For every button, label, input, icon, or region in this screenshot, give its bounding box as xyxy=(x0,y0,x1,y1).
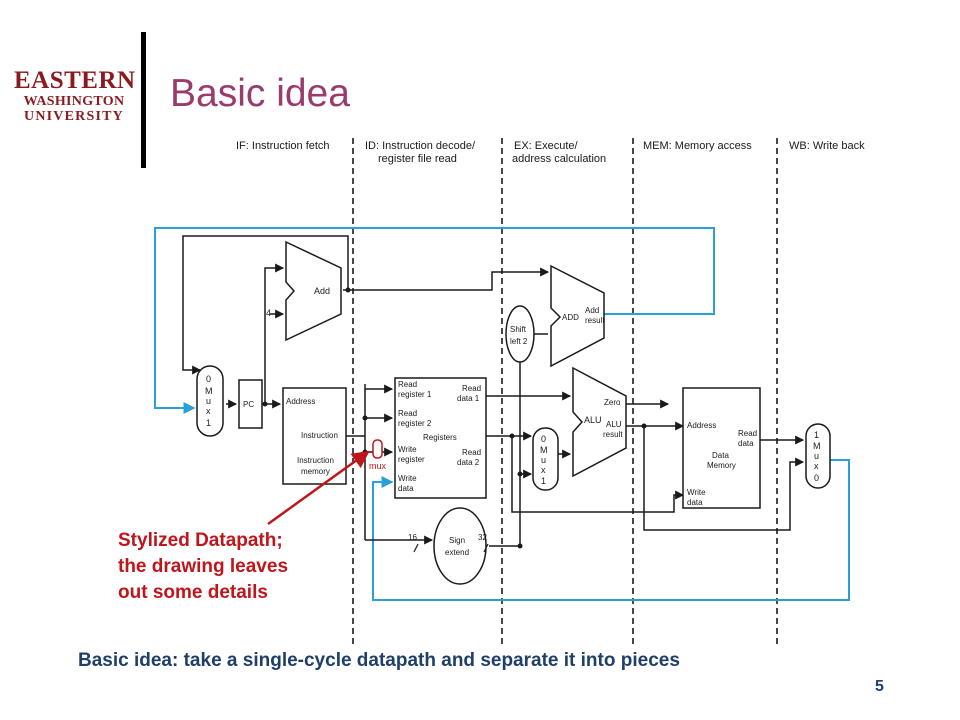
imem-name-2: memory xyxy=(301,467,330,476)
reg-read1-a: Read xyxy=(398,380,417,389)
read-data2-to-dmem-wire xyxy=(511,436,685,513)
reg-name: Registers xyxy=(423,433,457,442)
logo-line-3: UNIVERSITY xyxy=(24,109,124,124)
writeback-mux: 1 M u x 0 xyxy=(805,423,831,489)
reg-rdata2-b: data 2 xyxy=(457,458,480,467)
reg-write-a: Write xyxy=(398,445,417,454)
datapath-wires xyxy=(182,235,805,547)
sign-extend-label-1: Sign xyxy=(449,536,465,545)
const-4-label: 4 xyxy=(266,308,271,318)
annotation-line-2: the drawing leaves xyxy=(118,556,289,577)
logo-line-1: EASTERN xyxy=(14,67,136,94)
page-number: 5 xyxy=(875,678,884,695)
branch-add-result-1: Add xyxy=(585,306,599,315)
pc-mux: 0 M u x 1 xyxy=(196,365,224,437)
dmem-name-1: Data xyxy=(712,451,729,460)
pc-mux-letter-x: x xyxy=(206,406,211,416)
sign-extend-label-2: extend xyxy=(445,548,469,557)
pc-label: PC xyxy=(243,400,254,409)
stage-label-if: IF: Instruction fetch xyxy=(236,140,330,152)
reg-rdata1-a: Read xyxy=(462,384,481,393)
stage-dividers xyxy=(352,138,778,645)
wb-mux-top-input: 1 xyxy=(814,430,819,440)
pc-to-adder-wire xyxy=(264,263,285,404)
alu-result-label-1: ALU xyxy=(606,420,622,429)
reg-wdata-a: Write xyxy=(398,474,417,483)
stage-label-id-2: register file read xyxy=(378,153,457,165)
reg-write-b: register xyxy=(398,455,425,464)
reg-wdata-b: data xyxy=(398,484,414,493)
logo-line-2: WASHINGTON xyxy=(23,94,125,109)
zero-label: Zero xyxy=(604,398,621,407)
feedback-wires xyxy=(154,227,850,601)
reg-rdata2-a: Read xyxy=(462,448,481,457)
annotation-line-1: Stylized Datapath; xyxy=(118,530,283,551)
register-file: Read register 1 Read register 2 Write re… xyxy=(394,377,487,499)
alu: ALU Zero ALU result xyxy=(572,366,627,478)
sign-extend: Sign extend 16 32 xyxy=(408,507,489,585)
small-mux: mux xyxy=(369,439,387,471)
alu-mux-letter-x: x xyxy=(541,465,546,475)
imem-address-label: Address xyxy=(286,397,315,406)
stage-label-ex-1: EX: Execute/ xyxy=(514,140,579,152)
annotation-line-3: out some details xyxy=(118,582,268,603)
branch-add-result-2: result xyxy=(585,316,605,325)
wb-mux-letter-u: u xyxy=(814,451,819,461)
bits-32-label: 32 xyxy=(478,533,487,542)
branch-adder: ADD Add result xyxy=(550,264,605,368)
dmem-rdata-2: data xyxy=(738,439,754,448)
stage-label-mem: MEM: Memory access xyxy=(643,140,752,152)
dmem-wdata-2: data xyxy=(687,498,703,507)
pc-to-branch-adder-wire xyxy=(348,267,550,291)
pc-adder-label: Add xyxy=(314,286,330,296)
pc-mux-top-input: 0 xyxy=(206,374,211,384)
shift-left-2: Shift left 2 xyxy=(505,305,535,363)
annotation-text: Stylized Datapath; the drawing leaves ou… xyxy=(118,528,288,606)
alu-mux-bottom-input: 1 xyxy=(541,476,546,486)
title-divider-bar xyxy=(141,32,146,168)
stage-label-wb: WB: Write back xyxy=(789,140,865,152)
dmem-address-label: Address xyxy=(687,421,716,430)
alu-mux-letter-m: M xyxy=(540,445,548,455)
annotation-arrow xyxy=(267,450,370,526)
pc-mux-bottom-input: 1 xyxy=(206,418,211,428)
shift-label-1: Shift xyxy=(510,325,527,334)
small-mux-label: mux xyxy=(369,461,387,471)
wb-mux-bottom-input: 0 xyxy=(814,473,819,483)
pc-mux-letter-m: M xyxy=(205,386,213,396)
reg-read2-b: register 2 xyxy=(398,419,432,428)
wb-mux-letter-m: M xyxy=(813,441,821,451)
branch-adder-label: ADD xyxy=(562,313,579,322)
alu-mux-letter-u: u xyxy=(541,455,546,465)
alu-result-bypass-wire xyxy=(643,426,805,531)
stage-label-ex-2: address calculation xyxy=(512,153,606,165)
wb-mux-letter-x: x xyxy=(814,461,819,471)
dmem-wdata-1: Write xyxy=(687,488,706,497)
alu-result-label-2: result xyxy=(603,430,623,439)
pc-mux-letter-u: u xyxy=(206,396,211,406)
alu-mux: 0 M u x 1 xyxy=(532,427,559,491)
reg-read2-a: Read xyxy=(398,409,417,418)
pc-register: PC xyxy=(238,379,263,429)
dmem-rdata-1: Read xyxy=(738,429,757,438)
reg-read1-b: register 1 xyxy=(398,390,432,399)
slide-title: Basic idea xyxy=(170,72,350,115)
reg-rdata1-b: data 1 xyxy=(457,394,480,403)
write-back-data-wire xyxy=(372,459,850,601)
alu-label: ALU xyxy=(584,415,602,425)
slide-caption: Basic idea: take a single-cycle datapath… xyxy=(78,650,680,671)
shift-label-2: left 2 xyxy=(510,337,528,346)
branch-target-wire xyxy=(154,227,715,414)
university-logo: EASTERN WASHINGTON UNIVERSITY xyxy=(14,67,136,124)
imem-instruction-label: Instruction xyxy=(301,431,338,440)
bits-16-label: 16 xyxy=(408,533,417,542)
dmem-name-2: Memory xyxy=(707,461,736,470)
instruction-memory: Address Instruction Instruction memory xyxy=(282,387,347,485)
pc-adder: Add 4 xyxy=(266,240,342,342)
data-memory: Address Read data Data Memory Write data xyxy=(682,387,761,509)
stage-label-id-1: ID: Instruction decode/ xyxy=(365,140,476,152)
imem-name-1: Instruction xyxy=(297,456,334,465)
alu-mux-top-input: 0 xyxy=(541,434,546,444)
